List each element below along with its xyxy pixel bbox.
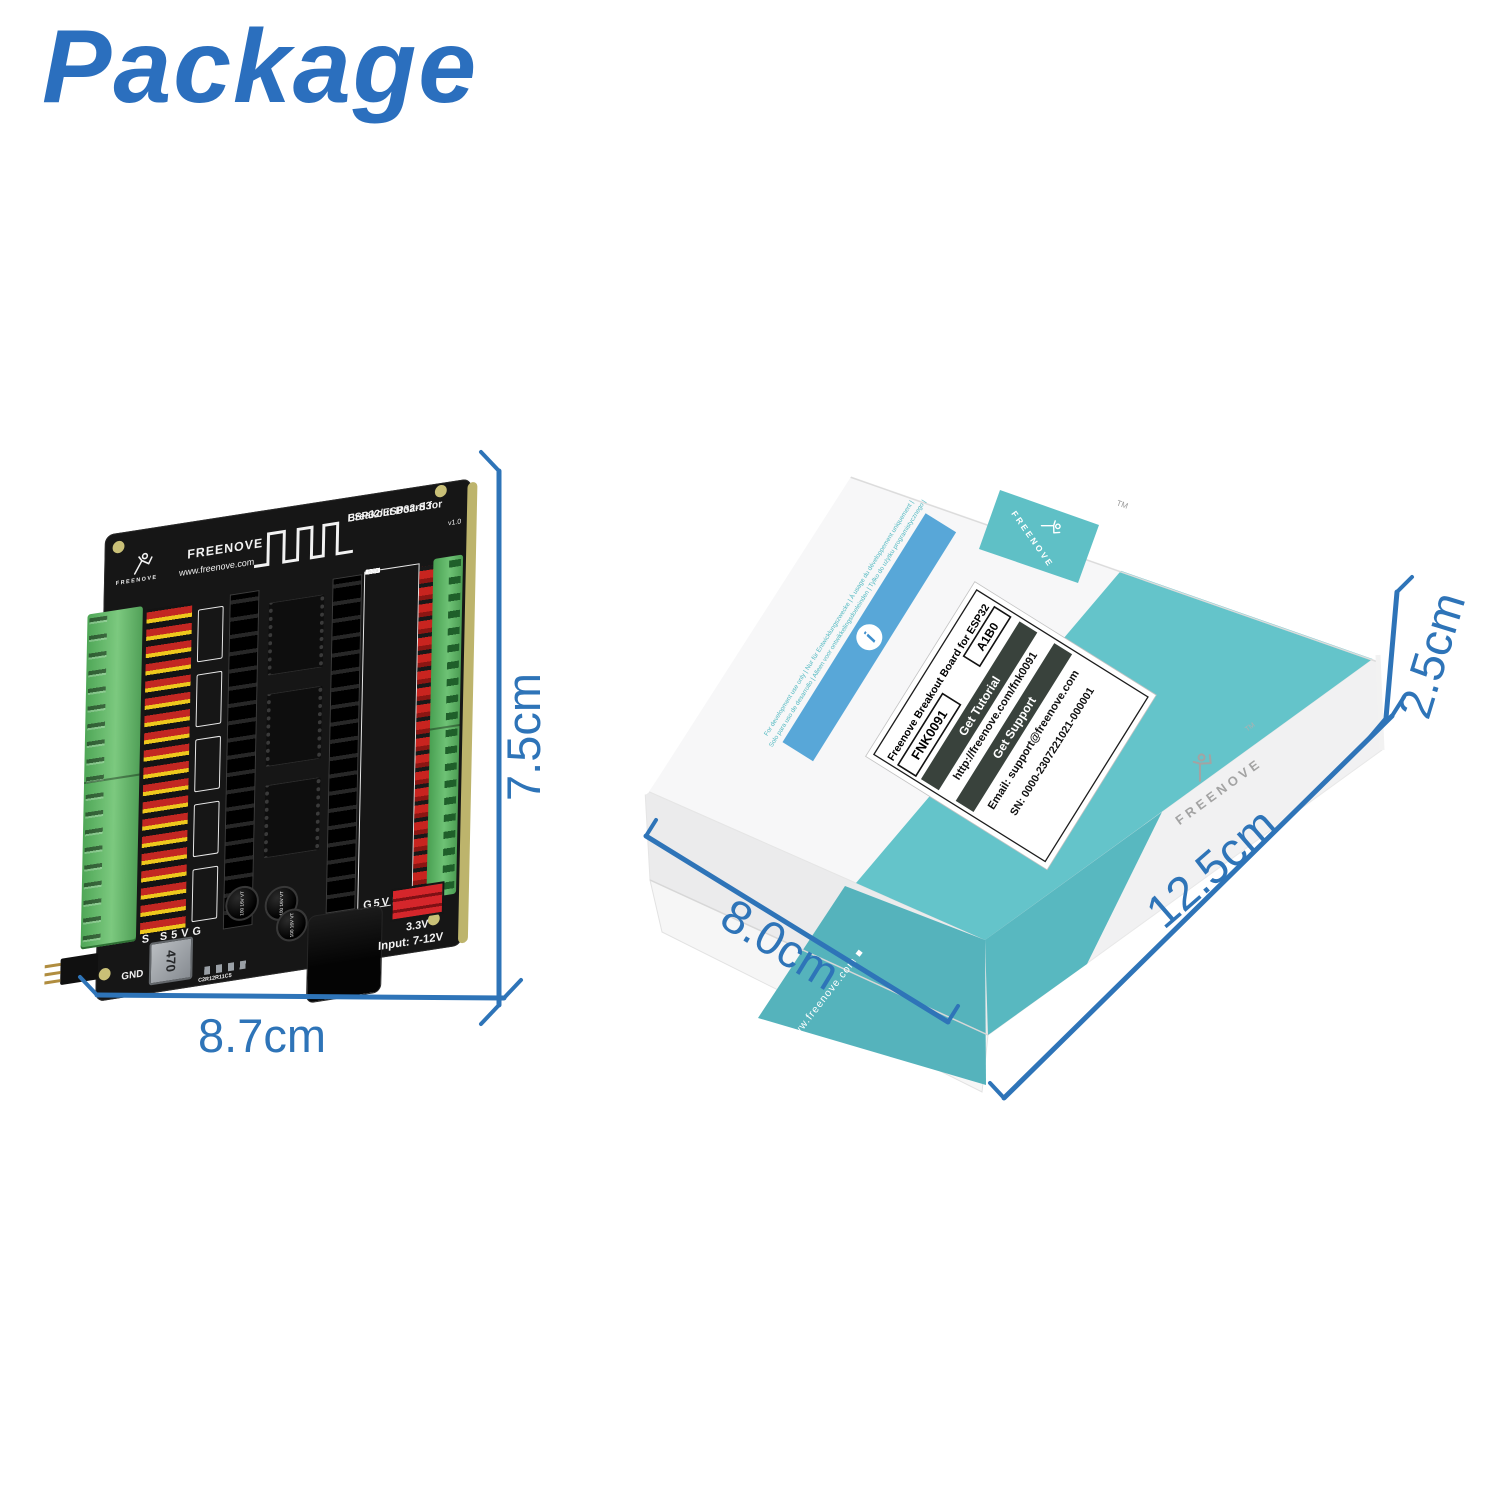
trademark-mark: TM [1244, 722, 1256, 734]
trace-wave-icon [254, 521, 353, 569]
page-title: Package [42, 9, 479, 125]
info-icon [856, 624, 883, 651]
dim-line-8-7 [94, 992, 507, 1001]
dim-tick [1395, 575, 1414, 594]
dim-tick [946, 1004, 960, 1024]
dim-tick [479, 1003, 501, 1026]
dim-line-8-0 [643, 833, 951, 1025]
teal-band-front-left [758, 886, 986, 1085]
edge-trim-nw [640, 465, 855, 795]
dim-line-2-5 [1383, 589, 1400, 721]
tutorial-bar [920, 621, 1038, 791]
model-box [962, 605, 1012, 668]
dim-tick [78, 975, 99, 997]
dim-tick [1390, 695, 1406, 718]
teal-band-front-right [985, 812, 1162, 1035]
dim-tick [988, 1081, 1006, 1100]
dim-tick [644, 818, 658, 838]
dim-tick [479, 450, 501, 473]
freenove-figure-icon [1192, 753, 1212, 782]
edge-trim-e [1375, 654, 1385, 751]
board-dimensions: 7.5cm 8.7cm [78, 450, 550, 1062]
trademark-mark: TM [1115, 498, 1129, 511]
edge-shadow [849, 476, 1379, 663]
box-label-border [872, 589, 1149, 863]
dim-line-12-5 [1001, 713, 1395, 1101]
support-bar [955, 643, 1073, 812]
edge-trim-ne [844, 464, 1384, 661]
dim-tick [502, 978, 523, 1000]
dim-label-board-width: 8.7cm [198, 1009, 326, 1062]
pcb-photo: FREENOVE FREENOVE www.freenove.com Break… [60, 478, 478, 1004]
box-photo: FREENOVE TM FREENOVE TM ■ www.freenove.c… [640, 464, 1385, 1093]
dim-label-board-height: 7.5cm [497, 673, 550, 801]
freenove-figure-icon [1040, 520, 1061, 534]
sku-box [896, 692, 962, 778]
freenove-logo-icon [133, 552, 153, 575]
brand-patch [979, 490, 1099, 583]
